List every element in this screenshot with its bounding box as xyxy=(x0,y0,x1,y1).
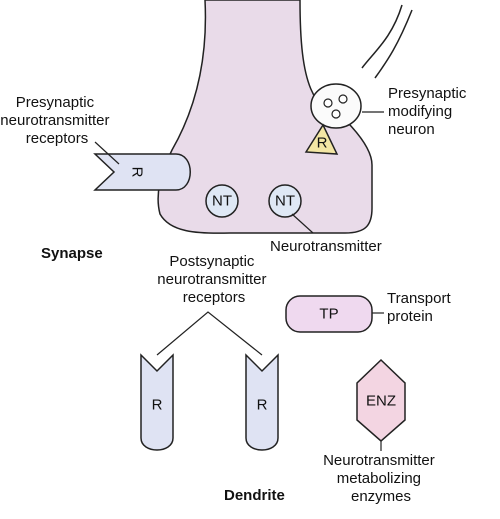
nt-mark: NT xyxy=(212,193,232,210)
neurotransmitter-vesicle: NT xyxy=(268,184,302,218)
postsynaptic-receptor-right: R xyxy=(245,353,279,451)
modifying-receptor-mark: R xyxy=(317,135,328,152)
presynaptic-receptors-label: Presynaptic neurotransmitter receptors xyxy=(0,94,113,147)
synapse-label: Synapse xyxy=(41,245,103,262)
metabolizing-enzyme: ENZ xyxy=(356,358,406,451)
neurotransmitter-pointer xyxy=(291,213,314,234)
postsynaptic-receptor-mark: R xyxy=(257,397,268,414)
transport-mark: TP xyxy=(319,306,338,323)
dendrite-label: Dendrite xyxy=(224,487,285,504)
postsynaptic-receptors-label: Postsynaptic neurotransmitter receptors xyxy=(157,253,270,306)
presynaptic-receptor: R xyxy=(93,153,191,191)
presynaptic-receptor-pointer xyxy=(94,141,120,165)
postsynaptic-receptor-left: R xyxy=(140,353,174,451)
enzyme-mark: ENZ xyxy=(366,393,396,410)
presynaptic-modifying-receptor xyxy=(304,123,339,155)
modifying-neuron-label: Presynaptic modifying neuron xyxy=(388,85,471,138)
postsynaptic-receptor-mark: R xyxy=(152,397,163,414)
postsynaptic-pointer xyxy=(156,311,263,356)
presynaptic-receptor-mark: R xyxy=(129,167,146,178)
enzymes-label: Neurotransmitter metabolizing enzymes xyxy=(323,452,439,505)
modifying-neuron: R xyxy=(304,4,413,155)
transport-protein-label: Transport protein xyxy=(387,290,455,325)
nt-mark: NT xyxy=(275,193,295,210)
neurotransmitter-vesicle: NT xyxy=(205,184,239,218)
neurotransmitter-label: Neurotransmitter xyxy=(270,238,382,255)
transport-protein: TP xyxy=(285,295,384,333)
